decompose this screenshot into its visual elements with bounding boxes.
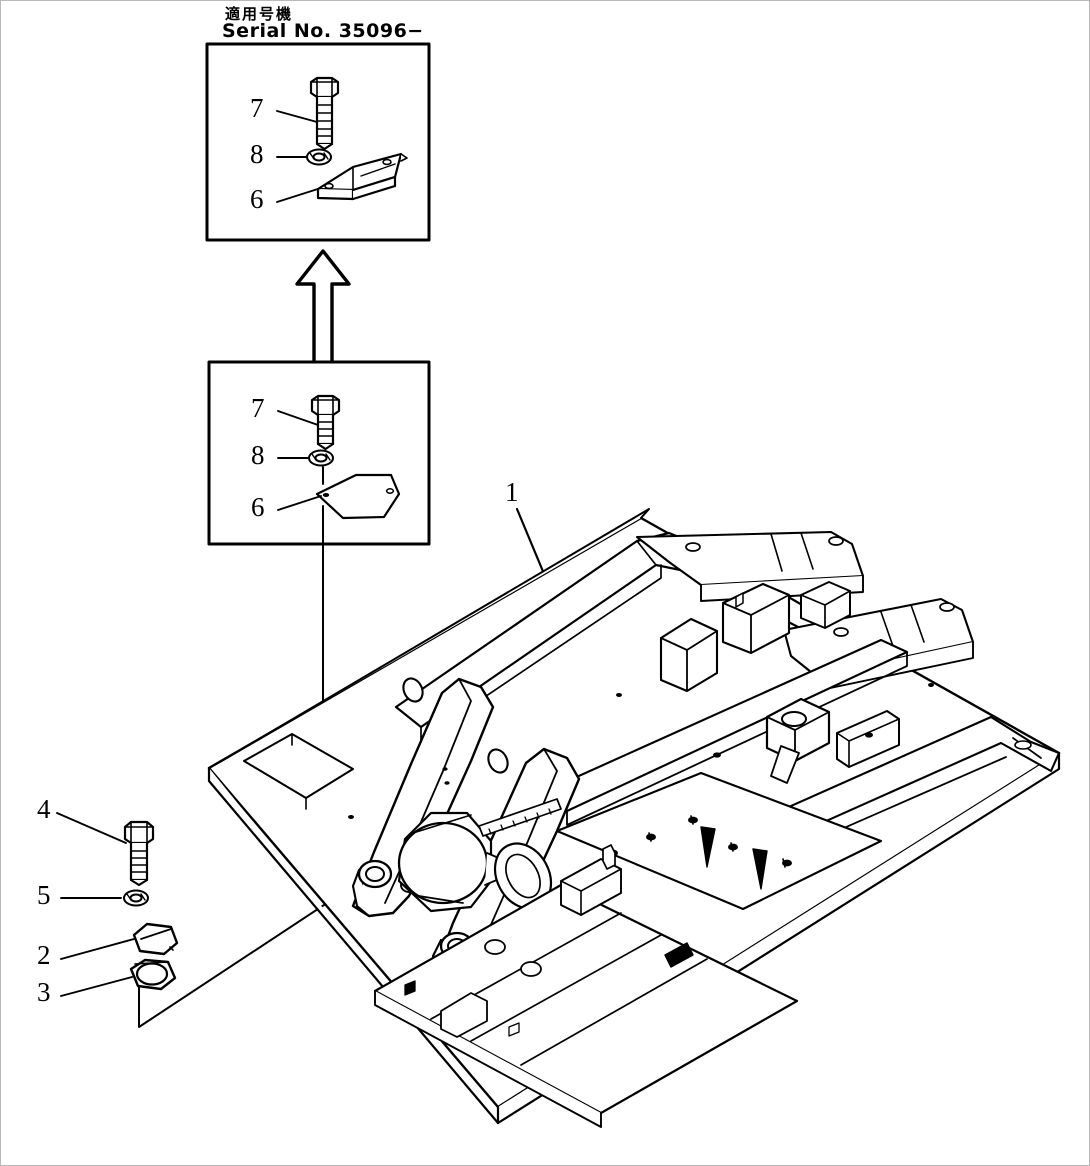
callout-wedge-plate-2: 2 bbox=[37, 940, 51, 970]
washer-5-icon bbox=[123, 889, 149, 907]
callout-main-frame: 1 bbox=[505, 477, 519, 507]
main-frame-assembly bbox=[207, 508, 1061, 1128]
header-serial-label: Serial No. 35096− bbox=[222, 20, 424, 42]
transition-arrow-icon bbox=[295, 249, 351, 371]
parts-to-frame-leader bbox=[138, 871, 375, 1028]
plate-6-lower-icon bbox=[315, 473, 401, 520]
ring-shim-3-icon bbox=[129, 958, 177, 991]
lower-detail-box-frame bbox=[207, 360, 431, 546]
callout-washer-8-lower: 8 bbox=[251, 440, 265, 470]
bolt-7-upper-icon bbox=[309, 76, 340, 151]
callout-ring-shim-3: 3 bbox=[37, 977, 51, 1007]
callout-1-leader bbox=[515, 507, 549, 583]
header-japanese-label: 適用号機 bbox=[225, 5, 294, 23]
washer-8-lower-icon bbox=[308, 449, 334, 467]
lower-box-leader-lines bbox=[277, 410, 322, 511]
wedge-plate-2-icon bbox=[132, 922, 179, 956]
callout-bolt-7-lower: 7 bbox=[251, 393, 265, 423]
bolt-7-lower-icon bbox=[310, 394, 341, 451]
upper-box-leader-lines bbox=[276, 110, 322, 203]
left-column-leader-lines bbox=[56, 812, 135, 997]
callout-bolt-7-upper: 7 bbox=[250, 93, 264, 123]
callout-plate-6-lower: 6 bbox=[251, 492, 265, 522]
bolt-4-icon bbox=[123, 820, 155, 887]
bracket-6-upper-icon bbox=[316, 152, 408, 201]
washer-8-upper-icon bbox=[306, 148, 332, 166]
callout-washer-5: 5 bbox=[37, 880, 51, 910]
callout-washer-8-upper: 8 bbox=[250, 139, 264, 169]
callout-plate-6-upper: 6 bbox=[250, 184, 264, 214]
callout-bolt-4: 4 bbox=[37, 794, 51, 824]
